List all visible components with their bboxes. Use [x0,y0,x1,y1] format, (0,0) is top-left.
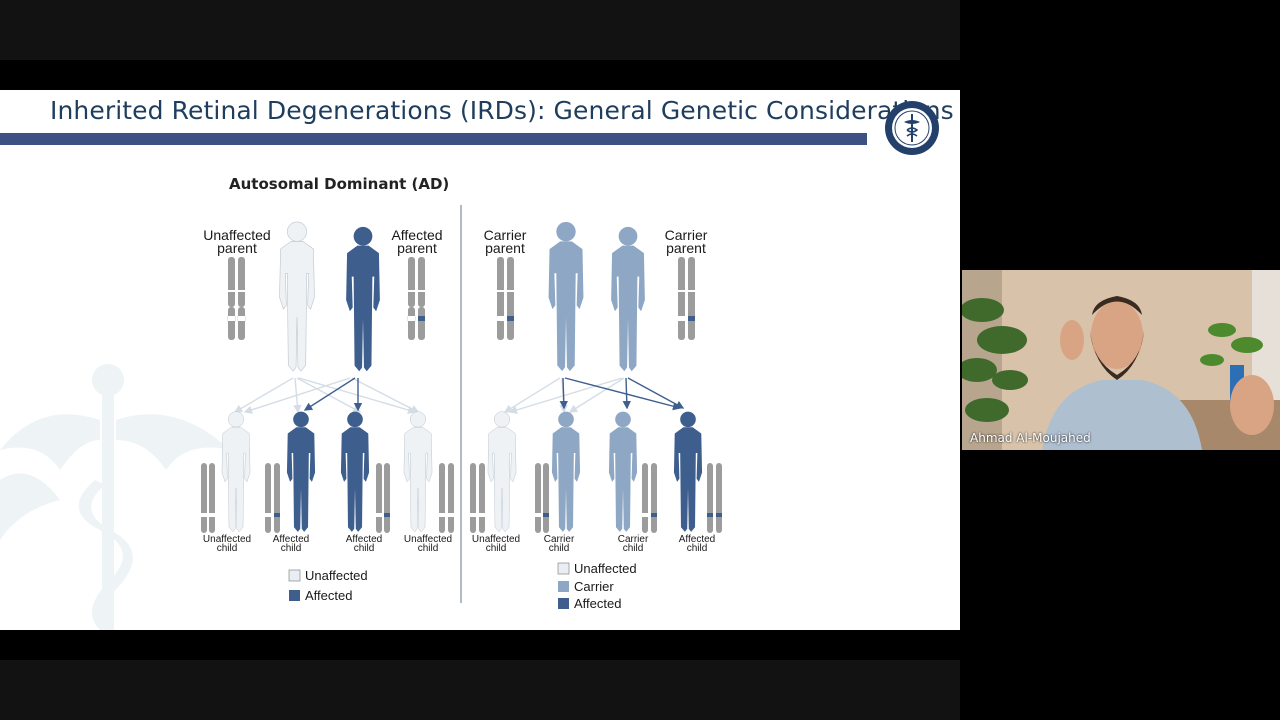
inheritance-diagram: Autosomal Dominant (AD) Unaffected paren… [201,175,722,611]
child-figure-unaffected [403,411,433,533]
slide-title: Inherited Retinal Degenerations (IRDs): … [50,96,954,125]
top-black-band [0,0,960,60]
legend-swatch-unaffected [557,562,570,575]
legend-swatch-affected [558,598,569,609]
legend-swatch-carrier [558,581,569,592]
child-label: child [418,543,439,554]
legend-label-affected: Affected [305,588,352,603]
child-figure-affected [340,411,370,532]
child-label: Affected [679,534,716,545]
left-parent-label-2a: Affected [391,227,442,243]
left-parent-label-1a: Unaffected [203,227,270,243]
bottom-black-band [0,660,960,720]
child-label: child [549,543,570,554]
child-label: child [281,543,302,554]
right-parent-label-2a: Carrier [665,227,708,243]
society-logo [885,101,939,155]
left-panel: Unaffected parent Affected parent [201,221,454,603]
child-figure-carrier [608,411,638,532]
child-chromosomes [470,463,722,533]
child-label: Carrier [618,534,649,545]
legend-label-affected: Affected [574,596,621,611]
legend-label-unaffected: Unaffected [305,568,368,583]
legend-swatch-affected [289,590,300,601]
child-figure-affected [286,411,316,532]
unaffected-allele-arrows [233,377,420,415]
left-parent-label-2b: parent [397,240,437,256]
child-label: child [687,543,708,554]
child-label: child [486,543,507,554]
section-title: Autosomal Dominant (AD) [229,175,449,193]
right-parent-label-1b: parent [485,240,525,256]
plant-right [1200,323,1263,366]
legend-label-carrier: Carrier [574,579,614,594]
affected-allele-arrows [303,377,363,412]
chromosome-pair [678,257,695,340]
affected-allele-arrows [559,377,685,411]
participant-figure [1042,296,1274,450]
child-label: child [623,543,644,554]
child-label: child [354,543,375,554]
title-underline-bar [0,133,867,145]
child-figure-carrier [551,411,581,532]
child-figure-unaffected [221,411,251,533]
affected-parent-figure [346,226,380,372]
carrier-parent-figure [611,226,645,372]
chromosome-pair [497,257,514,340]
carrier-parent-figure [548,221,584,372]
left-parent-label-1b: parent [217,240,257,256]
child-label: Unaffected [404,534,452,545]
right-parent-label-2b: parent [666,240,706,256]
child-figure-unaffected [487,411,517,533]
child-label: Affected [346,534,383,545]
legend-swatch-unaffected [288,569,301,582]
presentation-slide: Inherited Retinal Degenerations (IRDs): … [0,90,960,630]
child-label: Affected [273,534,310,545]
right-panel: Carrier parent Carrier parent [470,221,722,611]
participant-name-label: Ahmad Al-Moujahed [970,431,1091,445]
child-label: Carrier [544,534,575,545]
caduceus-watermark [0,364,230,630]
unaffected-parent-figure [278,221,316,372]
child-chromosomes [201,463,454,533]
child-figure-affected [673,411,703,532]
right-parent-label-1a: Carrier [484,227,527,243]
child-label: child [217,543,238,554]
participant-video-feed [962,270,1280,450]
legend-label-unaffected: Unaffected [574,561,637,576]
child-label: Unaffected [472,534,520,545]
child-label: Unaffected [203,534,251,545]
participant-video-tile[interactable]: Ahmad Al-Moujahed [962,270,1280,450]
plant-left [962,298,1028,422]
